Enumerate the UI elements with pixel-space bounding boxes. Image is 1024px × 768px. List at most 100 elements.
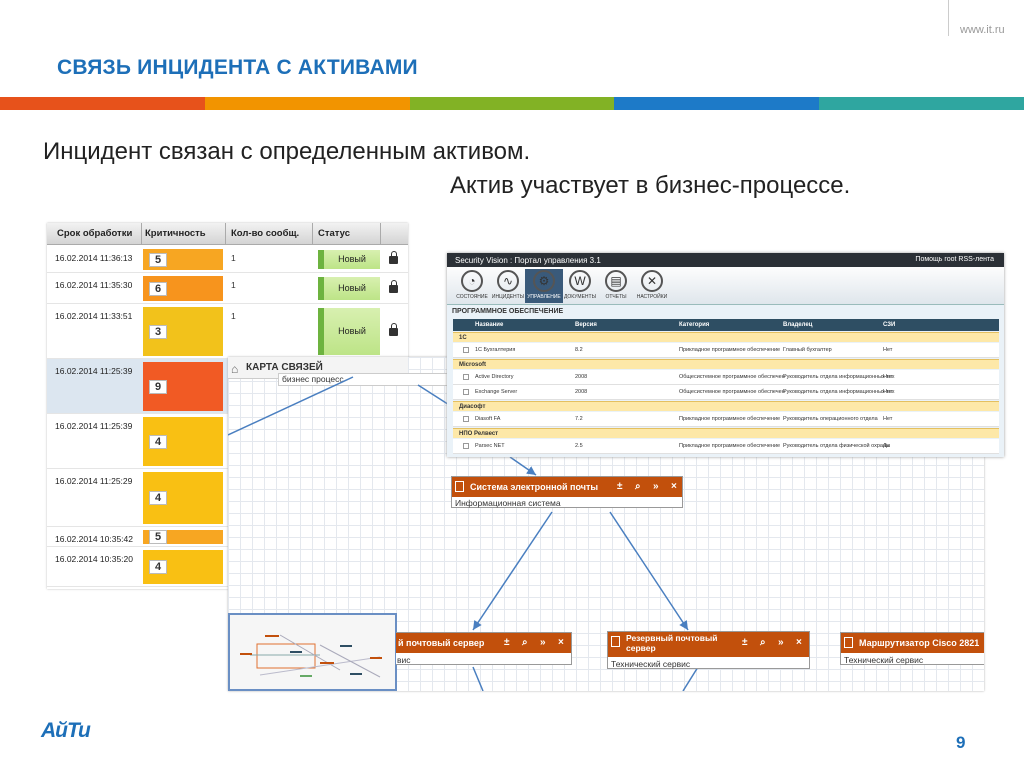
expand-icon[interactable]: »	[540, 637, 546, 648]
grid-row[interactable]: 1С Бухгалтерия 8.2 Прикладное программно…	[453, 343, 999, 358]
criticality-bar: 5	[143, 249, 223, 270]
cell-name: 1С Бухгалтерия	[475, 347, 516, 353]
grid-col-header[interactable]: Категория	[679, 322, 710, 328]
criticality-bar: 4	[143, 550, 223, 584]
grid-col-header[interactable]: Версия	[575, 322, 597, 328]
node-mail-system[interactable]: Система электронной почты ± ⌕ » × Информ…	[451, 476, 683, 508]
criticality-bar: 4	[143, 417, 223, 466]
grid-row[interactable]: Active Directory 2008 Общесистемное прог…	[453, 370, 999, 385]
row-checkbox[interactable]	[463, 347, 469, 353]
grid-col-header[interactable]: СЗИ	[883, 322, 896, 328]
lock-icon[interactable]	[389, 322, 398, 336]
cell-szi: Да	[883, 443, 890, 449]
tool-5[interactable]: ▤ОТЧЕТЫ	[597, 269, 635, 303]
link-line	[609, 511, 689, 631]
deadline-cell: 16.02.2014 11:35:30	[55, 280, 133, 290]
tool-1[interactable]: ◔СОСТОЯНИЕ	[453, 269, 491, 303]
grid-group[interactable]: Microsoft	[453, 359, 999, 369]
criticality-bar: 9	[143, 362, 223, 411]
col-message-count[interactable]: Кол-во сообщ.	[231, 228, 300, 239]
cell-owner: Руководитель операционного отдела	[783, 416, 878, 422]
cell-owner: Руководитель отдела физической охраны	[783, 443, 890, 449]
tool-6[interactable]: ✕НАСТРОЙКИ	[633, 269, 671, 303]
grid-row[interactable]: Parsec NET 2.5 Прикладное программное об…	[453, 439, 999, 454]
minimap-graph	[240, 634, 382, 678]
text-line-2: Актив участвует в бизнес-процессе.	[450, 172, 851, 199]
row-checkbox[interactable]	[463, 443, 469, 449]
minimap[interactable]	[228, 613, 397, 691]
deadline-cell: 16.02.2014 10:35:20	[55, 554, 133, 564]
cell-name: Active Directory	[475, 374, 514, 380]
node-router[interactable]: Маршрутизатор Cisco 2821 Технический сер…	[840, 632, 984, 665]
grid-group[interactable]: НПО Релвест	[453, 428, 999, 438]
stripe-segment	[0, 97, 205, 110]
criticality-bar: 4	[143, 472, 223, 524]
add-icon[interactable]: ±	[617, 481, 623, 492]
add-icon[interactable]: ±	[742, 637, 748, 648]
expand-icon[interactable]: »	[653, 481, 659, 492]
node-mail-server[interactable]: й почтовый сервер ± ⌕ » × вис	[396, 632, 572, 665]
reports-icon: ▤	[605, 270, 627, 292]
cell-owner: Главный бухгалтер	[783, 347, 832, 353]
stripe-segment	[409, 97, 615, 110]
row-checkbox[interactable]	[463, 374, 469, 380]
col-deadline[interactable]: Срок обработки	[57, 228, 133, 239]
top-links[interactable]: Помощь root RSS-лента	[915, 256, 994, 263]
col-status[interactable]: Статус	[318, 228, 351, 239]
criticality-value: 4	[149, 560, 167, 574]
search-icon[interactable]: ⌕	[635, 481, 641, 492]
home-icon[interactable]: ⌂	[231, 362, 239, 376]
app-title-bar: Security Vision : Портал управления 3.1 …	[447, 253, 1004, 267]
expand-icon[interactable]: »	[778, 637, 784, 648]
col-criticality[interactable]: Критичность	[145, 228, 206, 239]
cell-category: Общесистемное программное обеспечен	[679, 374, 785, 380]
row-checkbox[interactable]	[463, 416, 469, 422]
node-type: Информационная система	[455, 498, 561, 508]
search-icon[interactable]: ⌕	[760, 637, 766, 648]
cell-name: Diasoft FA	[475, 416, 501, 422]
grid-header: Название Версия Категория Владелец СЗИ	[453, 319, 999, 331]
grid-row[interactable]: Diasoft FA 7.2 Прикладное программное об…	[453, 412, 999, 427]
close-icon[interactable]: ×	[558, 637, 564, 648]
stripe-segment	[204, 97, 410, 110]
document-icon	[455, 481, 464, 492]
server-icon	[611, 636, 620, 647]
grid-group[interactable]: 1С	[453, 332, 999, 342]
close-icon[interactable]: ×	[671, 481, 677, 492]
grid-row[interactable]: Exchange Server 2008 Общесистемное прогр…	[453, 385, 999, 400]
status-badge: Новый	[318, 308, 380, 355]
grid-col-header[interactable]: Владелец	[783, 322, 813, 328]
node-title: Маршрутизатор Cisco 2821	[859, 638, 980, 648]
cell-owner: Руководитель отдела информационных тех	[783, 374, 895, 380]
incidents-table: Срок обработки Критичность Кол-во сообщ.…	[47, 223, 408, 589]
node-type: вис	[397, 655, 411, 665]
map-title: КАРТА СВЯЗЕЙ	[246, 362, 323, 373]
count-cell: 1	[231, 280, 236, 290]
status-icon: ◔	[461, 270, 483, 292]
grid-group[interactable]: Диасофт	[453, 401, 999, 411]
cell-version: 7.2	[575, 416, 583, 422]
security-vision-window: Security Vision : Портал управления 3.1 …	[447, 253, 1004, 457]
close-icon[interactable]: ×	[796, 637, 802, 648]
criticality-value: 4	[149, 434, 167, 449]
criticality-bar: 3	[143, 307, 223, 356]
lock-icon[interactable]	[389, 279, 398, 293]
grid-col-header[interactable]: Название	[475, 322, 504, 328]
tool-2[interactable]: ∿ИНЦИДЕНТЫ	[489, 269, 527, 303]
node-backup-server[interactable]: Резервный почтовый сервер ± ⌕ » × Технич…	[607, 631, 810, 669]
color-stripe	[0, 97, 1024, 110]
business-process-fragment[interactable]: бизнес процесс	[278, 373, 453, 386]
criticality-value: 3	[149, 324, 167, 339]
cell-owner: Руководитель отдела информационных тех	[783, 389, 895, 395]
tool-3[interactable]: ⚙УПРАВЛЕНИЕ	[525, 269, 563, 303]
lock-icon[interactable]	[389, 250, 398, 264]
search-icon[interactable]: ⌕	[522, 637, 528, 648]
add-icon[interactable]: ±	[504, 637, 510, 648]
row-checkbox[interactable]	[463, 389, 469, 395]
